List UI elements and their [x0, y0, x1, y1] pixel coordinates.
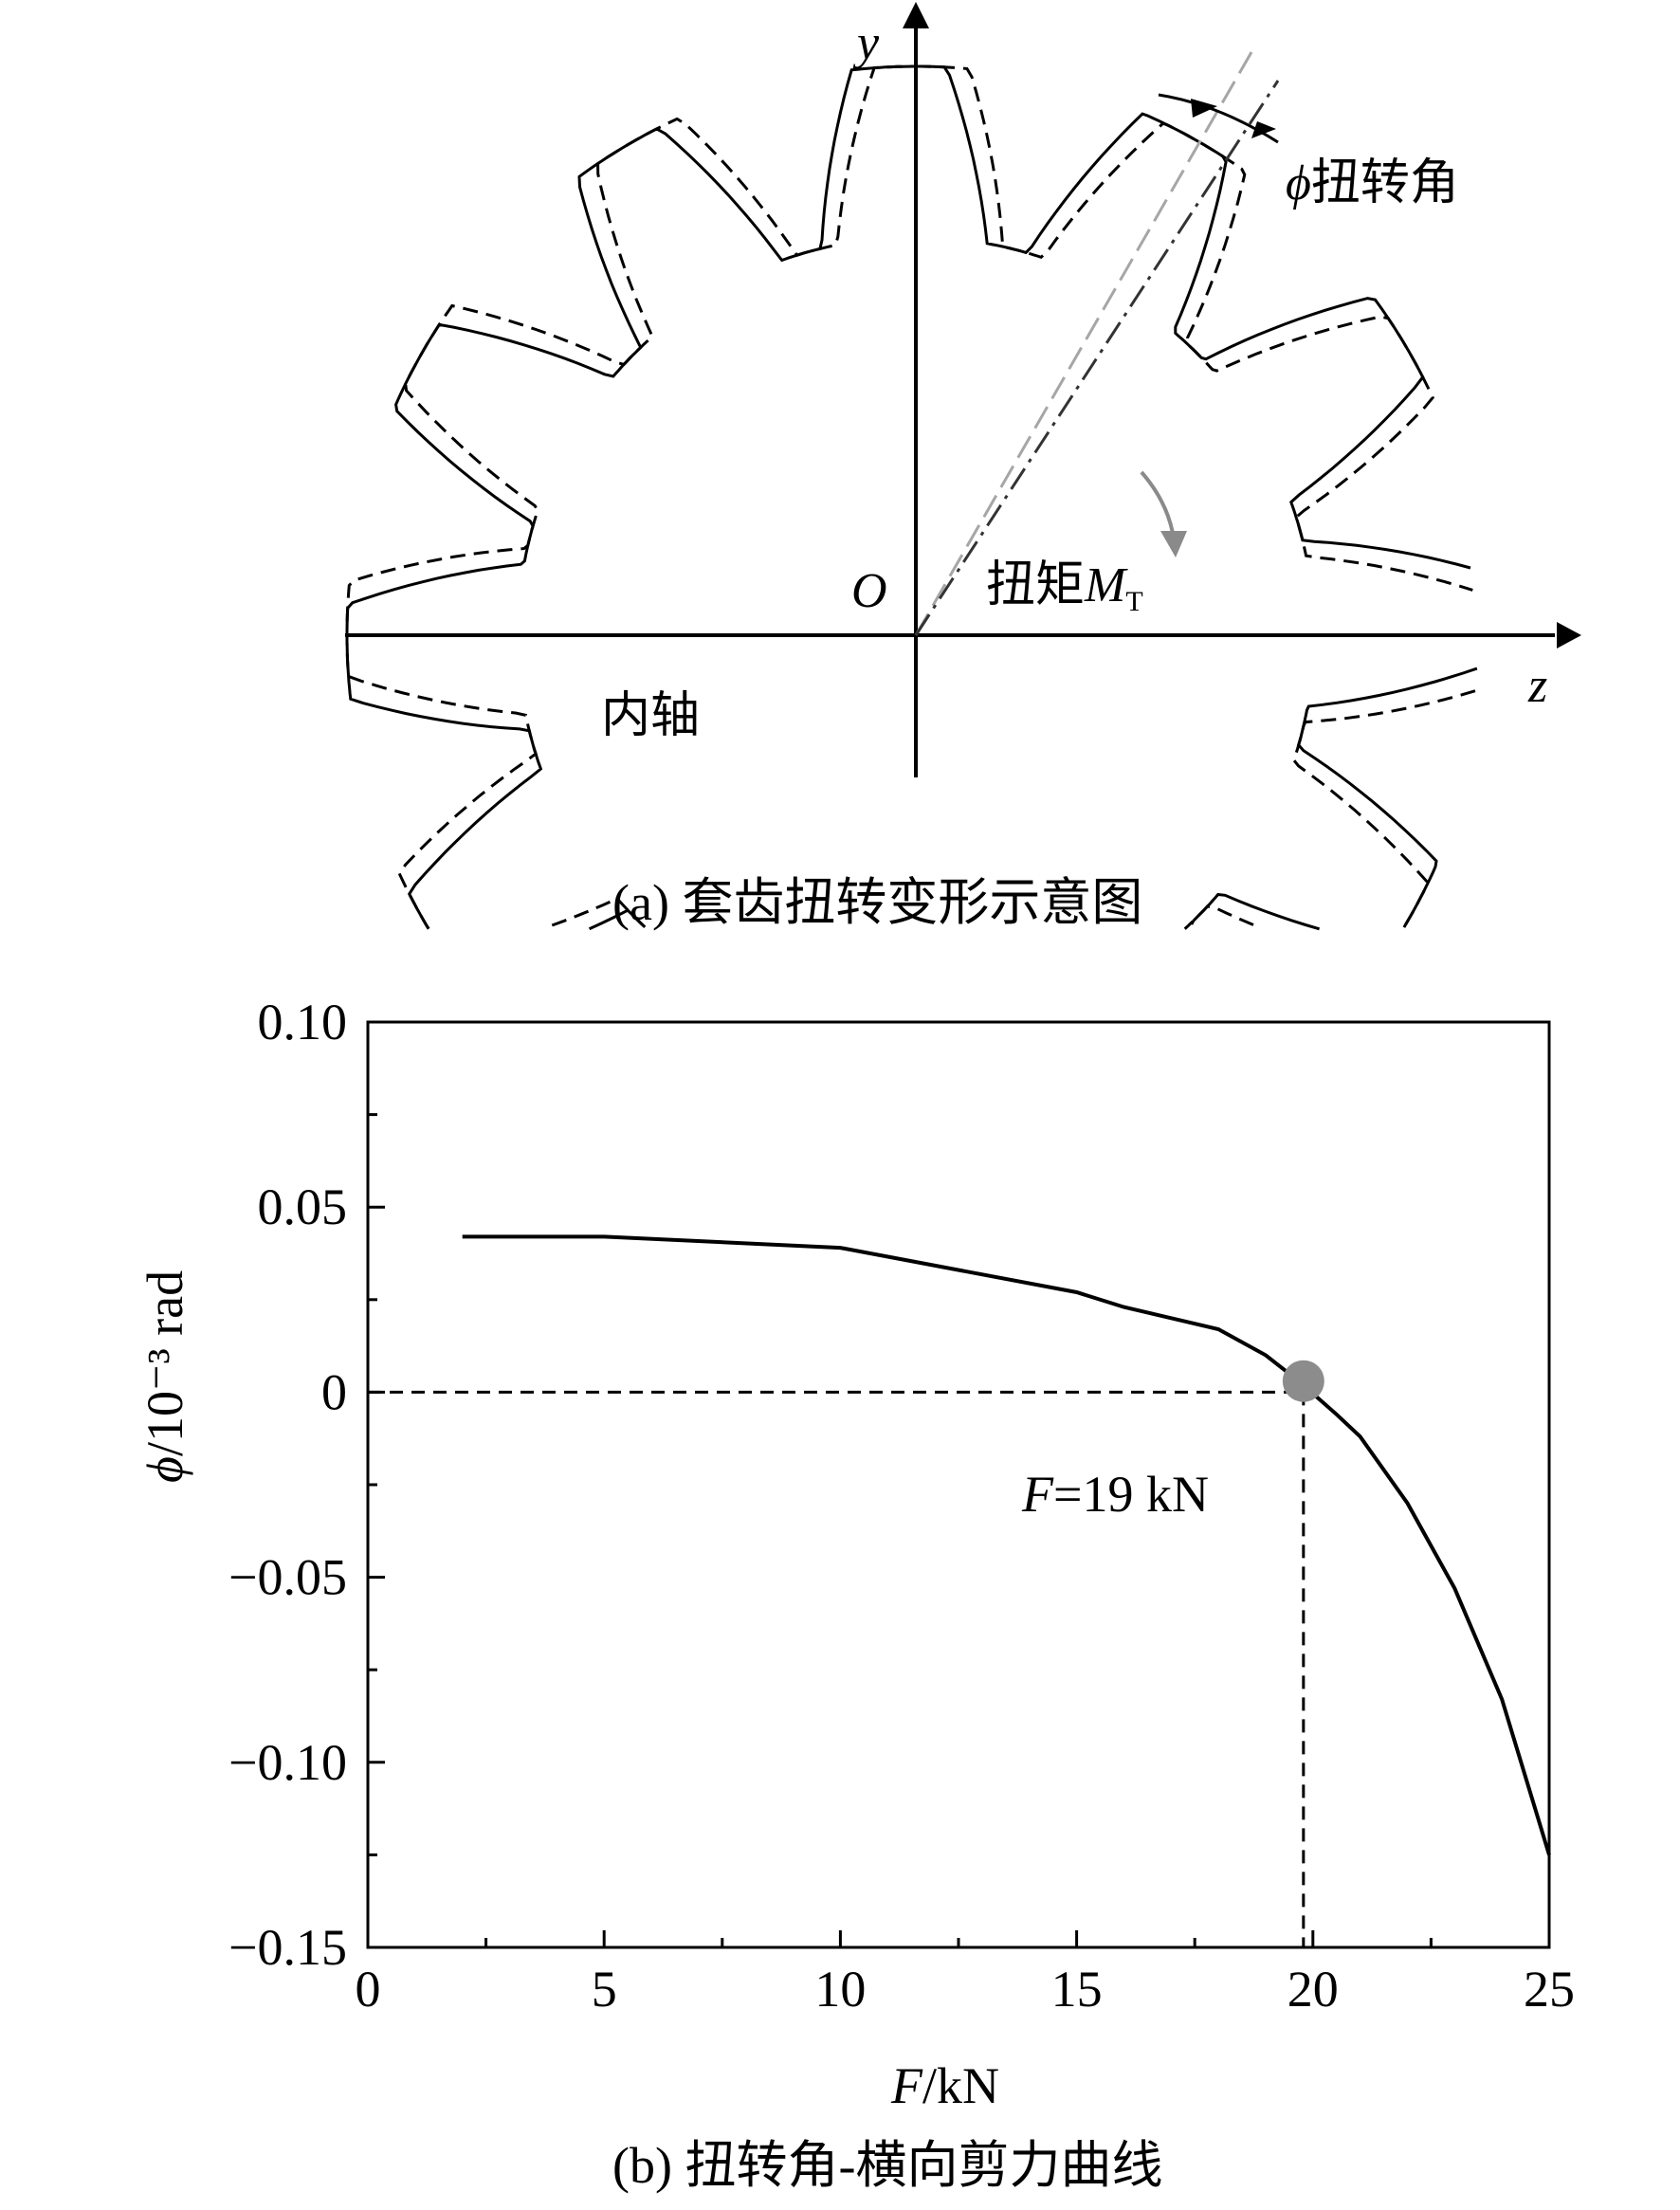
axis-ticks [366, 1020, 1551, 1949]
x-tick-label: 10 [814, 1961, 866, 2018]
torque-label: 扭矩MT [986, 558, 1143, 617]
series-line-group [462, 1234, 1551, 1855]
annotation-f19: F=19 kN [1021, 1466, 1209, 1523]
x-axis-title: F/kN [890, 2057, 999, 2114]
plot-frame [366, 1020, 1551, 1949]
gear-profile-solid [345, 64, 1478, 931]
y-tick-label: 0.10 [258, 994, 348, 1050]
x-tick-label: 20 [1287, 1961, 1339, 2018]
y-tick-label: 0 [321, 1363, 347, 1420]
rotated-radial-line [914, 80, 1280, 636]
tick-labels: 0 5 10 15 20 25 0.10 0.05 0 −0.05 −0.10 −0.15 [228, 994, 1575, 2018]
y-tick-label: −0.10 [228, 1734, 347, 1791]
original-radial-line [914, 51, 1253, 636]
y-tick-label: −0.05 [228, 1549, 347, 1606]
torque-arc [1140, 470, 1176, 539]
crossing-point-marker [1282, 1360, 1324, 1402]
origin-label: O [851, 564, 887, 618]
z-axis-arrow-icon [1557, 622, 1581, 648]
twist-arrow-right-icon [1251, 121, 1276, 138]
gear-outlines [345, 64, 1478, 931]
series-line [462, 1234, 1551, 1855]
y-axis-label: y [852, 16, 880, 70]
inner-shaft-label: 内轴 [601, 689, 700, 743]
y-tick-label: −0.15 [228, 1919, 347, 1976]
x-tick-label: 15 [1051, 1961, 1103, 2018]
gear-profile-dashed [345, 64, 1476, 930]
torque-arrow-icon [1160, 531, 1187, 557]
x-tick-label: 25 [1524, 1961, 1575, 2018]
y-axis-title: ϕ/10⁻³ rad [137, 1270, 193, 1483]
caption-a: (a) 套齿扭转变形示意图 [612, 874, 1142, 931]
twist-angle-label: ϕ扭转角 [1286, 156, 1459, 210]
twist-angle-arc [1158, 93, 1279, 144]
reference-lines [368, 1390, 1306, 1947]
y-tick-label: 0.05 [258, 1178, 348, 1235]
z-axis-label: z [1527, 659, 1547, 713]
x-tick-label: 5 [592, 1961, 617, 2018]
x-tick-label: 0 [356, 1961, 381, 2018]
y-axis-arrow-icon [903, 2, 929, 28]
twist-arrow-left-icon [1191, 99, 1217, 118]
marker-group [1282, 1360, 1324, 1402]
spline-torsion-diagram: y z O 内轴 扭矩MT ϕ扭转角 (a) 套齿扭转变形示意图 [345, 2, 1581, 931]
caption-b: (b) 扭转角-横向剪力曲线 [612, 2137, 1162, 2194]
